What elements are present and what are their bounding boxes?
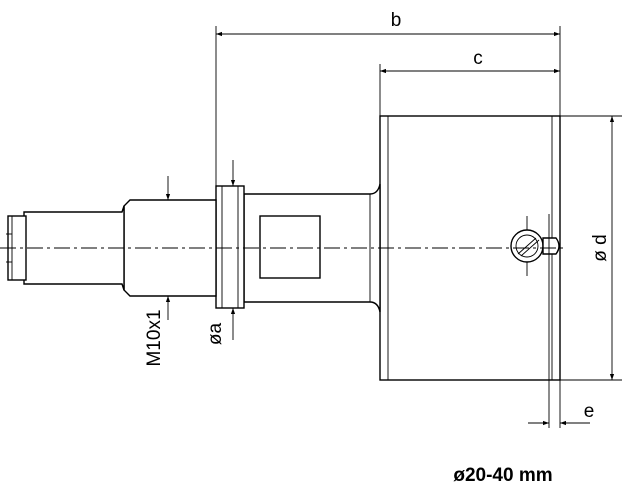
collar [215, 185, 245, 309]
dimension-c-label: c [473, 48, 483, 69]
dimension-thread: M10x1 [144, 176, 171, 367]
dimension-a: øa [205, 160, 236, 345]
dimension-e-label: e [584, 401, 595, 422]
dimension-b-label: b [391, 10, 402, 31]
dimension-e: e [528, 284, 594, 428]
size-range-caption: ø20-40 mm [453, 465, 552, 486]
clamping-screw [510, 214, 560, 284]
dimension-c: c [379, 48, 560, 116]
dimension-thread-label: M10x1 [144, 309, 165, 366]
dimension-a-label: øa [205, 322, 226, 345]
dimension-d-label: ø d [590, 234, 611, 261]
dimension-d: ø d [560, 115, 622, 381]
wrench-flat [259, 215, 321, 279]
